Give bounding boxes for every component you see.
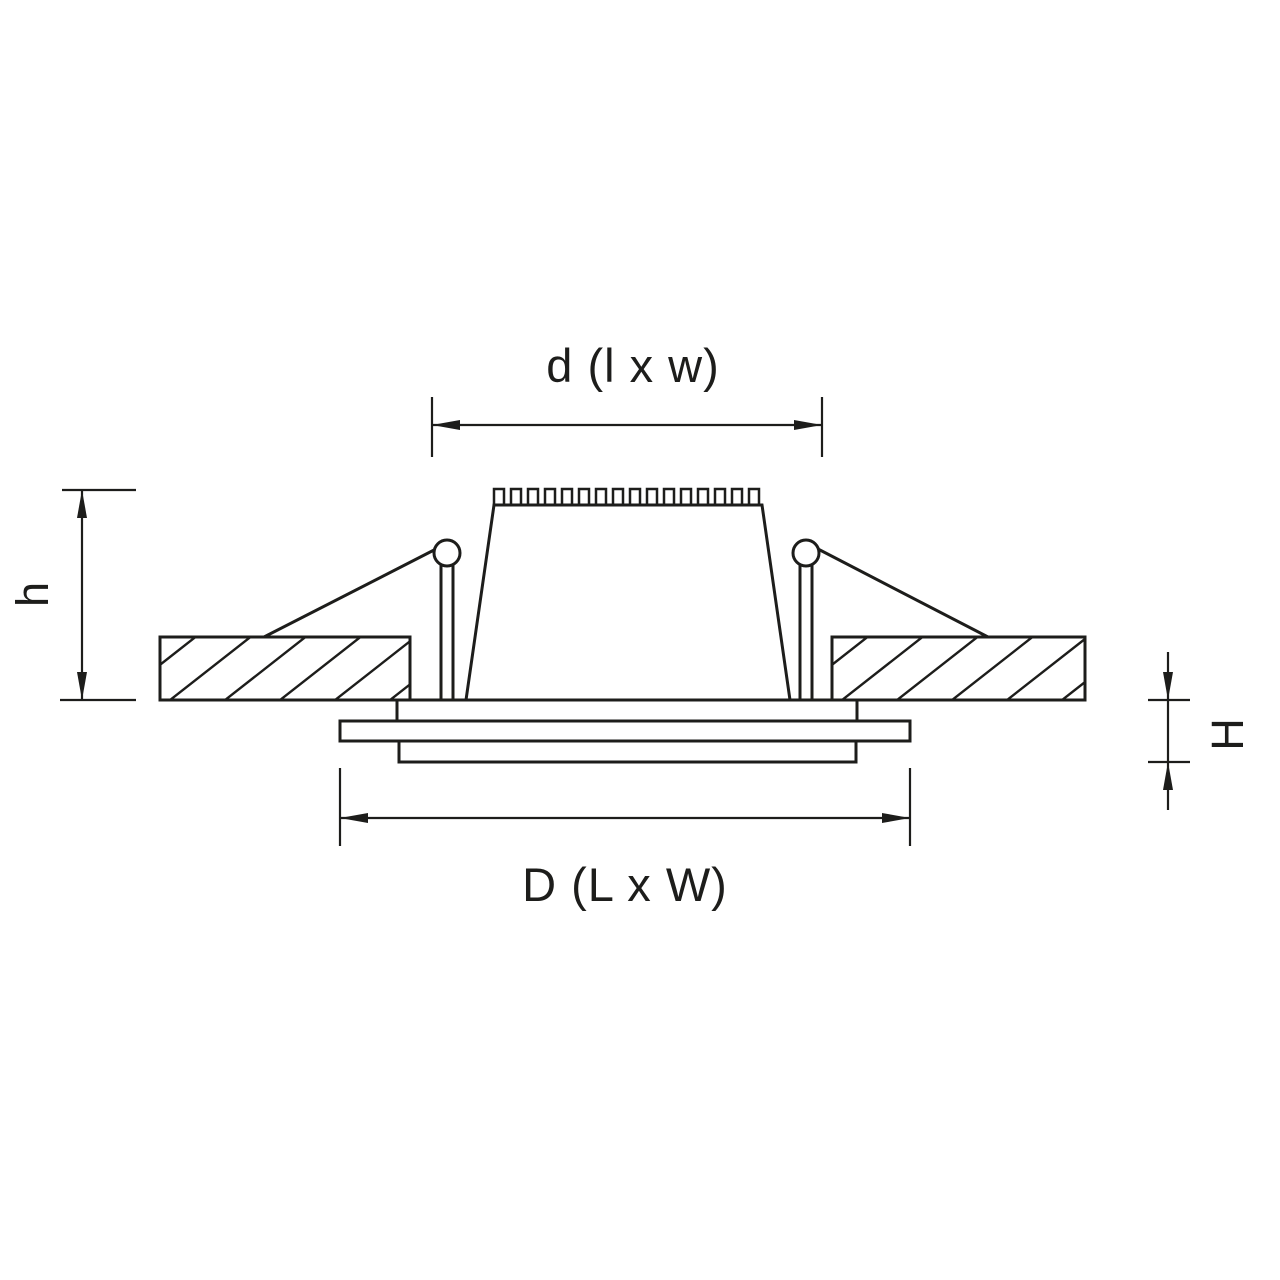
right-dimension-label: H	[1202, 717, 1253, 751]
spring-post-right	[798, 554, 814, 702]
fixture-body	[464, 487, 792, 702]
spring-arm-right	[817, 547, 989, 639]
ceiling-panel-left-body	[158, 635, 412, 702]
flange-upper-band	[395, 698, 859, 723]
diffuser-lower-band	[397, 739, 858, 764]
spring-pivot-right	[791, 538, 821, 568]
fixture-housing	[464, 503, 792, 702]
top-dimension-label: d (l x w)	[546, 339, 720, 392]
dimension-right	[1148, 652, 1190, 810]
dimension-top	[430, 397, 824, 457]
ceiling-panel-left	[158, 635, 412, 702]
ceiling-panel-right-body	[830, 635, 1087, 702]
heatsink-fins	[492, 487, 761, 505]
dimension-bottom	[338, 768, 912, 846]
trim-flange	[338, 698, 912, 764]
left-dimension-label: h	[7, 581, 58, 607]
bottom-dimension-label: D (L x W)	[522, 858, 728, 911]
ceiling-panel-right	[830, 635, 1087, 702]
hatching-right	[832, 637, 1085, 700]
dimension-left	[60, 488, 136, 702]
spring-arm-left	[263, 547, 437, 639]
hatching-left	[160, 637, 410, 700]
trim-ring-plate	[338, 719, 912, 743]
spring-pivot-left	[432, 538, 462, 568]
spring-post-left	[439, 554, 455, 702]
